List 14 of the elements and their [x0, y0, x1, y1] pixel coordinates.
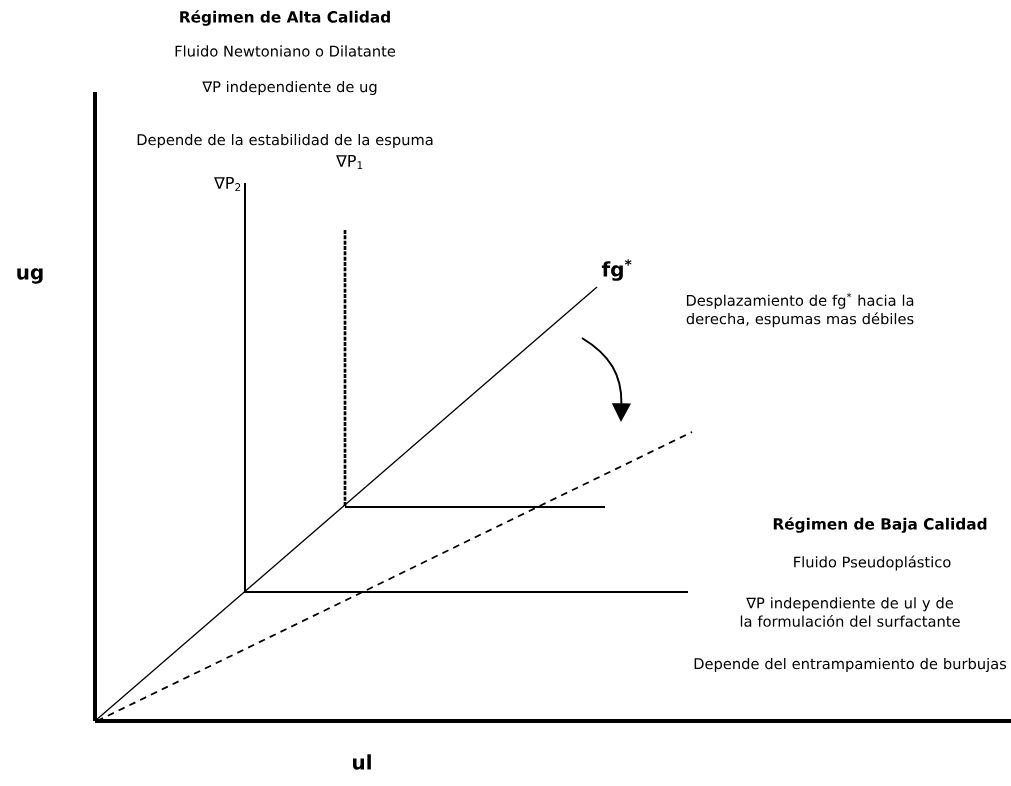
curve-label: ∇P$_{2}$: [214, 176, 241, 192]
note-text: Desplazamiento de fg$^{*}$ hacia la derecha, espumas mas débiles: [686, 292, 914, 328]
note-text: Fluido Newtoniano o Dilatante: [175, 45, 396, 57]
note-text: Fluido Pseudoplástico: [794, 555, 951, 571]
heading: Régimen de Baja Calidad: [773, 517, 987, 533]
curve-label: ∇P$_{1}$: [336, 154, 363, 170]
note-text: Depende de la estabilidad de la espuma: [137, 133, 433, 149]
note-text: ∇P independiente de ul y de la formulación del surfactante: [740, 597, 960, 627]
note-text: ∇P independiente de ug: [202, 80, 377, 96]
note-text: Depende del entrampamiento de burbujas: [694, 657, 1007, 673]
curve-label: fg$^{*}$: [601, 259, 632, 281]
axis-label: ug: [17, 268, 43, 284]
axis-label: ul: [353, 754, 371, 770]
heading: Régimen de Alta Calidad: [180, 10, 390, 26]
